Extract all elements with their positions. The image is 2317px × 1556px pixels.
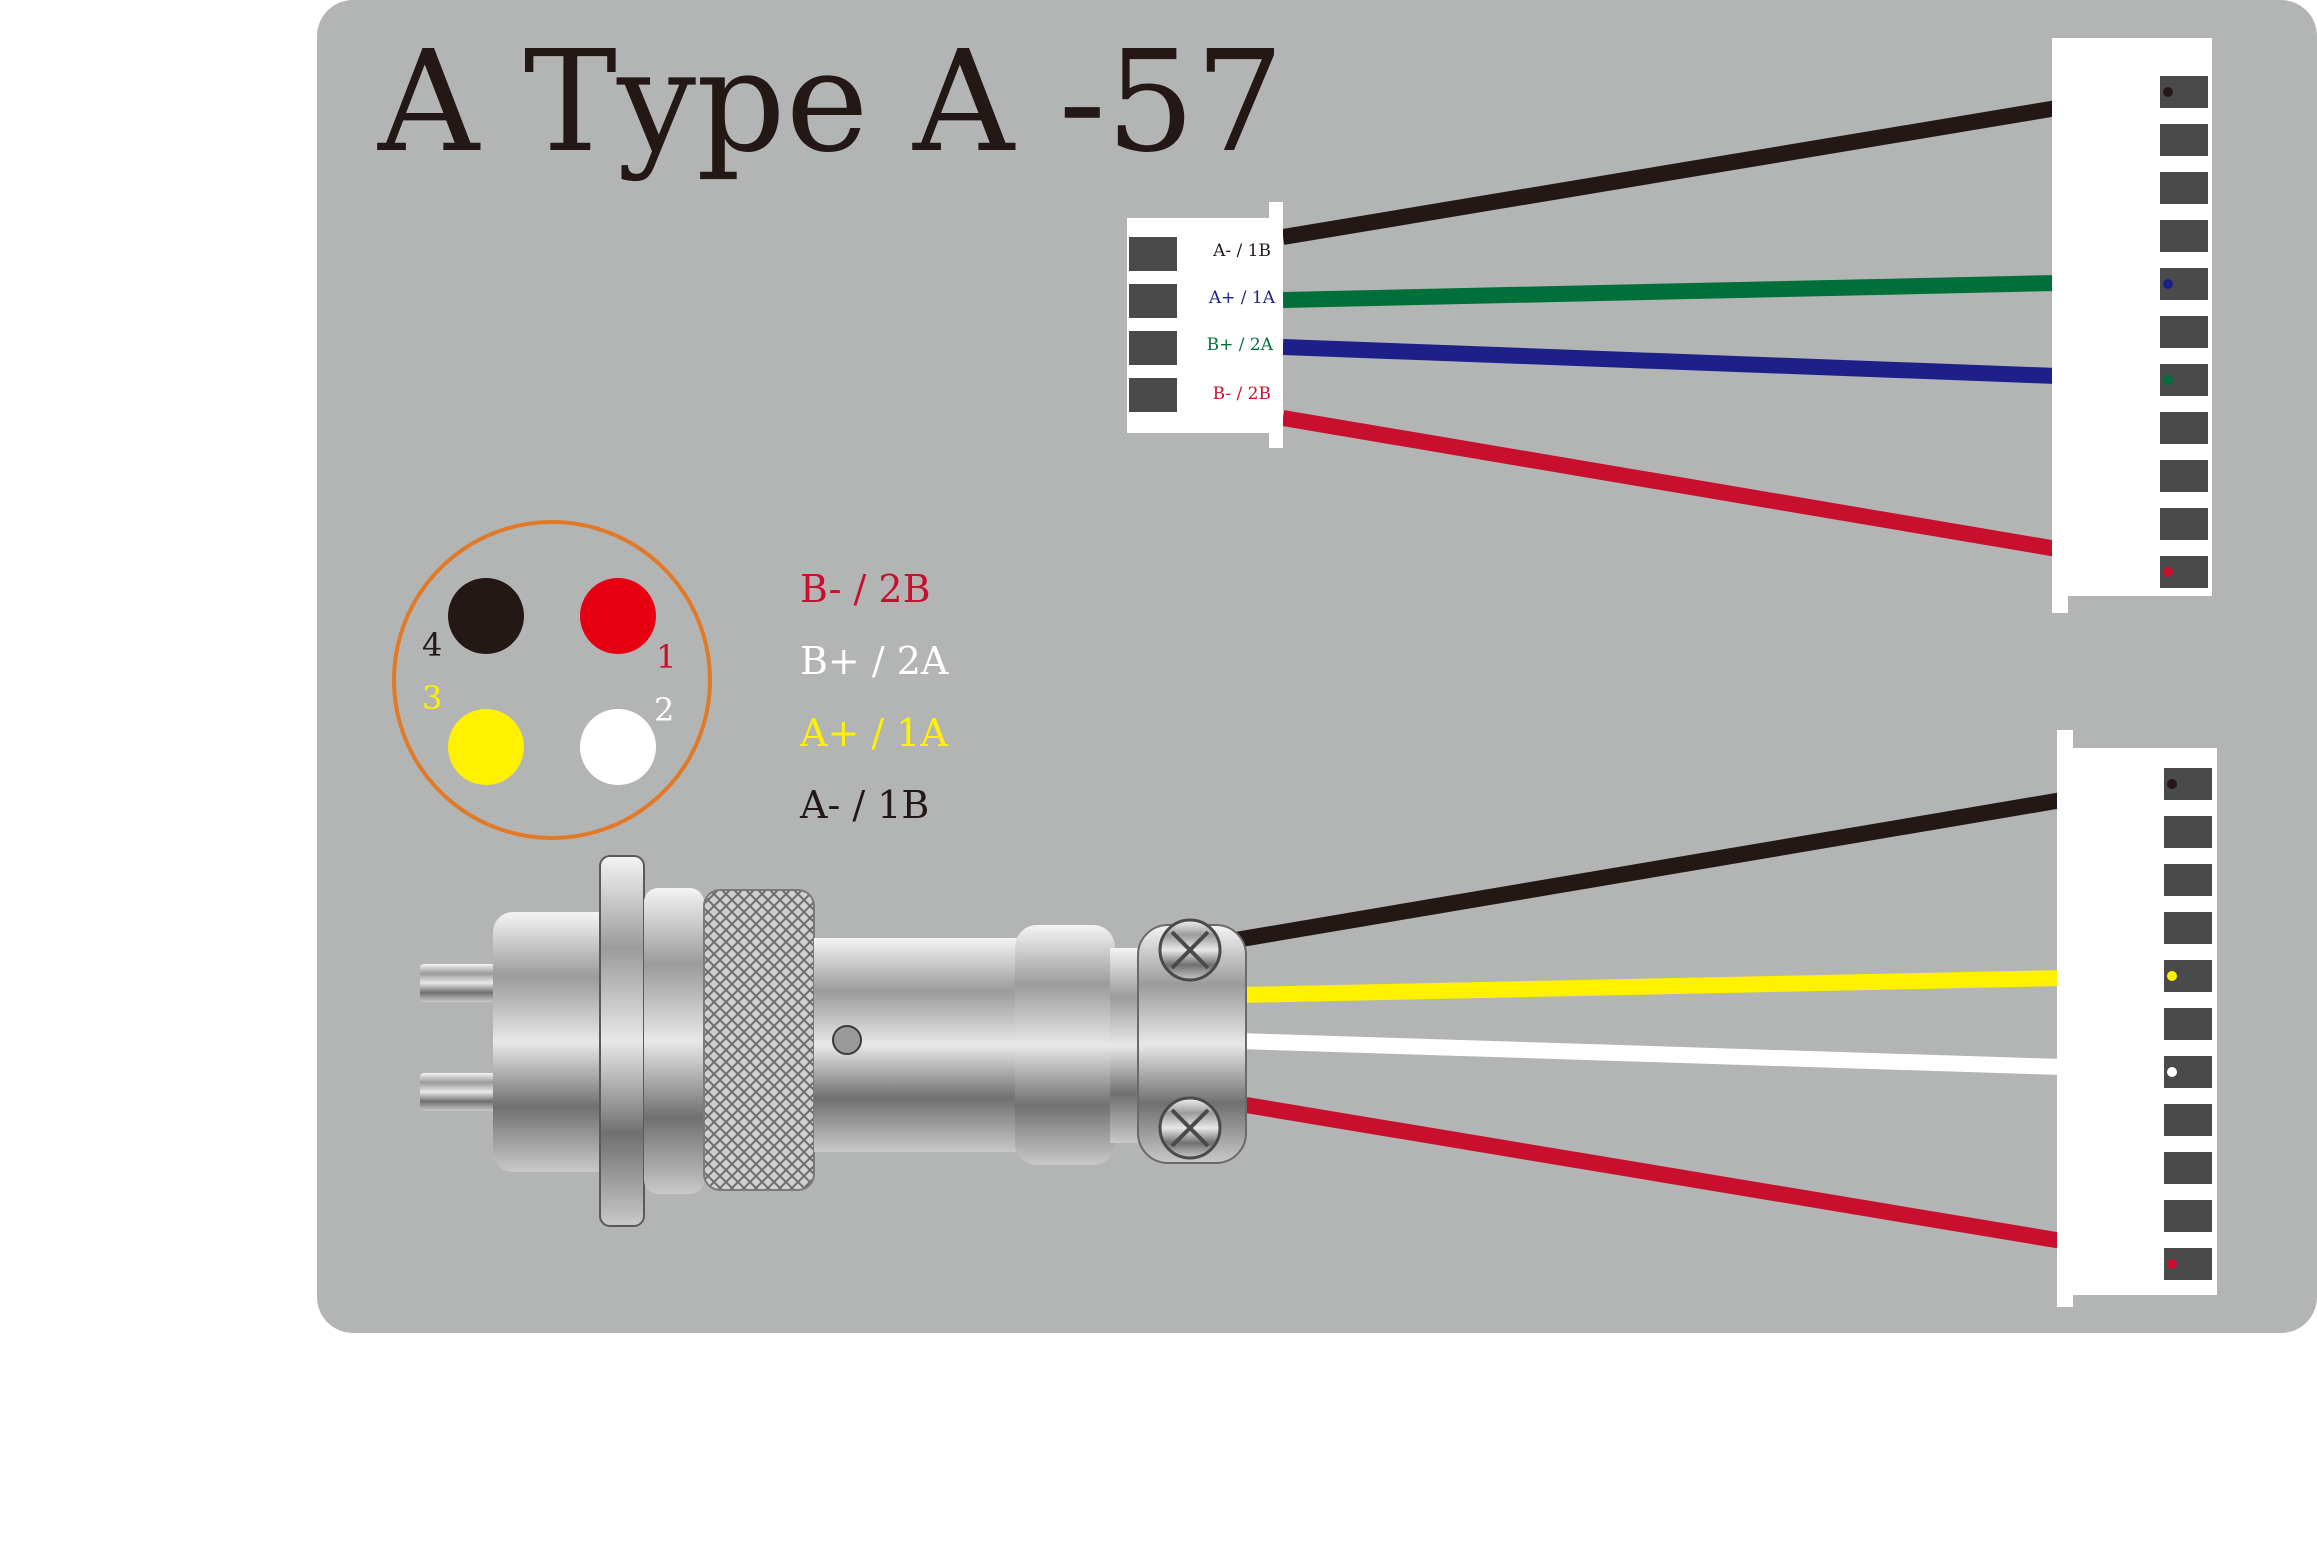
connector-slot bbox=[2160, 508, 2208, 540]
plug-threaded-nose bbox=[493, 912, 623, 1172]
bottom-wire-group bbox=[1216, 792, 2064, 1249]
aviation-connector-plug bbox=[420, 855, 1247, 1227]
top-wire-green bbox=[1282, 275, 2058, 308]
top-wire-blue bbox=[1282, 339, 2058, 384]
large-connector-flange bbox=[2052, 38, 2068, 613]
plug-pin bbox=[420, 1073, 500, 1111]
slot-marker-dot bbox=[2163, 279, 2173, 289]
pin-2-white bbox=[580, 709, 656, 785]
small-connector-slot bbox=[1129, 331, 1177, 365]
plug-knurled-ring bbox=[703, 889, 815, 1191]
small-connector-slot bbox=[1129, 378, 1177, 412]
slot-marker-dot bbox=[2167, 1067, 2177, 1077]
slot-marker-dot bbox=[2167, 971, 2177, 981]
top-wire-black bbox=[1281, 100, 2059, 245]
small-connector-flange bbox=[1269, 202, 1283, 448]
top-wire-group bbox=[1281, 100, 2059, 557]
bottom-wire-white bbox=[1237, 1033, 2063, 1075]
connector-slot bbox=[2164, 816, 2212, 848]
bottom-large-connector-slots bbox=[2164, 768, 2212, 1280]
slot-marker-dot bbox=[2163, 375, 2173, 385]
legend-entry: B+ / 2A bbox=[800, 639, 949, 683]
bottom-wire-black bbox=[1216, 792, 2064, 951]
connector-slot bbox=[2164, 1104, 2212, 1136]
bottom-wire-red bbox=[1226, 1094, 2064, 1249]
slot-marker-dot bbox=[2163, 87, 2173, 97]
plug-collar bbox=[644, 888, 704, 1194]
connector-slot bbox=[2160, 124, 2208, 156]
top-wire-red bbox=[1281, 410, 2059, 557]
diagram-title: A Type A -57 bbox=[377, 21, 1284, 184]
bottom-wire-yellow bbox=[1237, 970, 2063, 1003]
small-4-pin-connector: A- / 1B A+ / 1A B+ / 2A B- / 2B bbox=[1127, 202, 1283, 448]
small-connector-slot bbox=[1129, 284, 1177, 318]
pin-1-red bbox=[580, 578, 656, 654]
small-connector-label: B- / 2B bbox=[1213, 384, 1271, 404]
connector-slot bbox=[2160, 460, 2208, 492]
plug-screw-slot bbox=[1170, 1108, 1210, 1148]
connector-slot bbox=[2164, 864, 2212, 896]
legend-entry: B- / 2B bbox=[800, 567, 931, 611]
plug-body-screw bbox=[832, 1025, 862, 1055]
connector-slot bbox=[2160, 172, 2208, 204]
pin-number-label: 3 bbox=[422, 679, 442, 717]
pin-3-yellow bbox=[448, 709, 524, 785]
plug-cable-gland bbox=[1110, 948, 1140, 1143]
small-connector-label: B+ / 2A bbox=[1207, 335, 1274, 355]
connector-slot bbox=[2164, 1200, 2212, 1232]
slot-marker-dot bbox=[2167, 1259, 2177, 1269]
slot-marker-dot bbox=[2163, 567, 2173, 577]
legend-entry: A- / 1B bbox=[799, 783, 929, 827]
pin-number-label: 1 bbox=[656, 638, 676, 676]
small-connector-slot bbox=[1129, 237, 1177, 271]
connector-slot bbox=[2164, 1008, 2212, 1040]
legend-entry: A+ / 1A bbox=[799, 711, 948, 755]
connector-slot bbox=[2164, 1152, 2212, 1184]
small-connector-label: A- / 1B bbox=[1212, 241, 1271, 261]
connector-slot bbox=[2160, 316, 2208, 348]
connector-slot bbox=[2160, 220, 2208, 252]
pinout-ring bbox=[392, 520, 712, 840]
small-connector-label: A+ / 1A bbox=[1208, 288, 1276, 308]
pin-number-label: 2 bbox=[654, 691, 674, 729]
plug-pin bbox=[420, 964, 500, 1002]
top-large-connector-slots bbox=[2160, 76, 2208, 588]
wire-legend: B- / 2B B+ / 2A A+ / 1A A- / 1B bbox=[799, 567, 949, 827]
connector-slot bbox=[2164, 912, 2212, 944]
connector-slot bbox=[2160, 412, 2208, 444]
pinout-diagram: 4 1 3 2 bbox=[392, 520, 712, 840]
plug-hex-nut bbox=[599, 855, 645, 1227]
pin-number-label: 4 bbox=[422, 626, 442, 664]
large-connector-flange bbox=[2057, 730, 2073, 1307]
pin-4-black bbox=[448, 578, 524, 654]
plug-clamp bbox=[1015, 925, 1115, 1165]
slot-marker-dot bbox=[2167, 779, 2177, 789]
plug-screw-slot bbox=[1170, 930, 1210, 970]
